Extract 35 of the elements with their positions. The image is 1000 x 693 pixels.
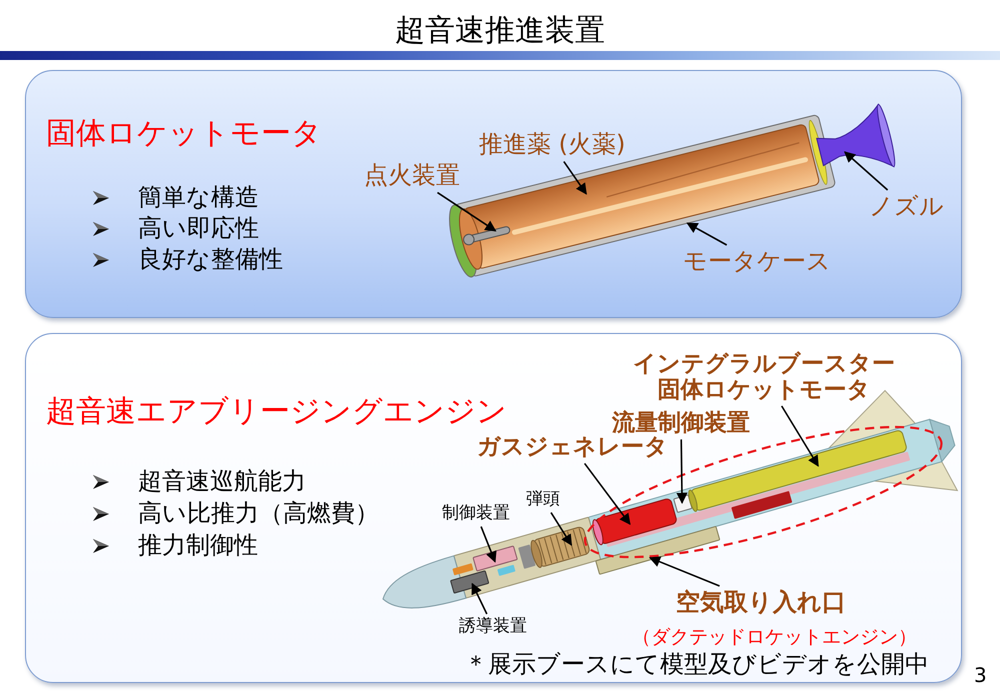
note-text: （ダクテッドロケットエンジン） [632,627,917,649]
bullet-text: 推力制御性 [138,532,258,560]
part-label: 空気取り入れ口 [676,589,846,617]
leader-arrow [686,222,728,246]
content-panel [25,70,962,318]
bullet-text: 高い即応性 [138,215,259,243]
slide-title: 超音速推進装置 [395,14,605,48]
leader-arrow [584,462,631,525]
leader-arrow [563,161,587,195]
part-label: 点火装置 [364,162,460,190]
part-label: 流量制御装置 [612,410,750,436]
leader-arrow [480,526,497,563]
bullet-text: 簡単な構造 [138,184,259,212]
part-label: 誘導装置 [459,617,527,637]
part-label: 推進薬 (火薬) [479,131,626,159]
leader-arrow [780,406,819,467]
bullet-text: 高い比推力（高燃費） [138,500,379,528]
part-label: モータケース [683,248,831,276]
leader-arrow [676,439,688,504]
leader-arrow [648,556,720,587]
part-label: 制御装置 [442,504,510,524]
part-label: 弾頭 [526,490,560,510]
bullet-text: 超音速巡航能力 [138,468,306,496]
content-panel [25,333,962,683]
leader-arrow [844,151,888,191]
page-number: 3 [974,664,987,687]
leader-arrow [472,582,488,614]
section-heading: 固体ロケットモータ [46,117,322,152]
leader-arrow [437,192,496,232]
part-label: インテグラルブースター固体ロケットモータ [633,351,895,403]
footnote: ＊展示ブースにて模型及びビデオを公開中 [464,651,929,679]
bullet-text: 良好な整備性 [138,246,283,274]
part-label: ガスジェネレータ [477,434,668,460]
section-heading: 超音速エアブリージングエンジン [46,395,507,430]
part-label: ノズル [869,193,944,221]
